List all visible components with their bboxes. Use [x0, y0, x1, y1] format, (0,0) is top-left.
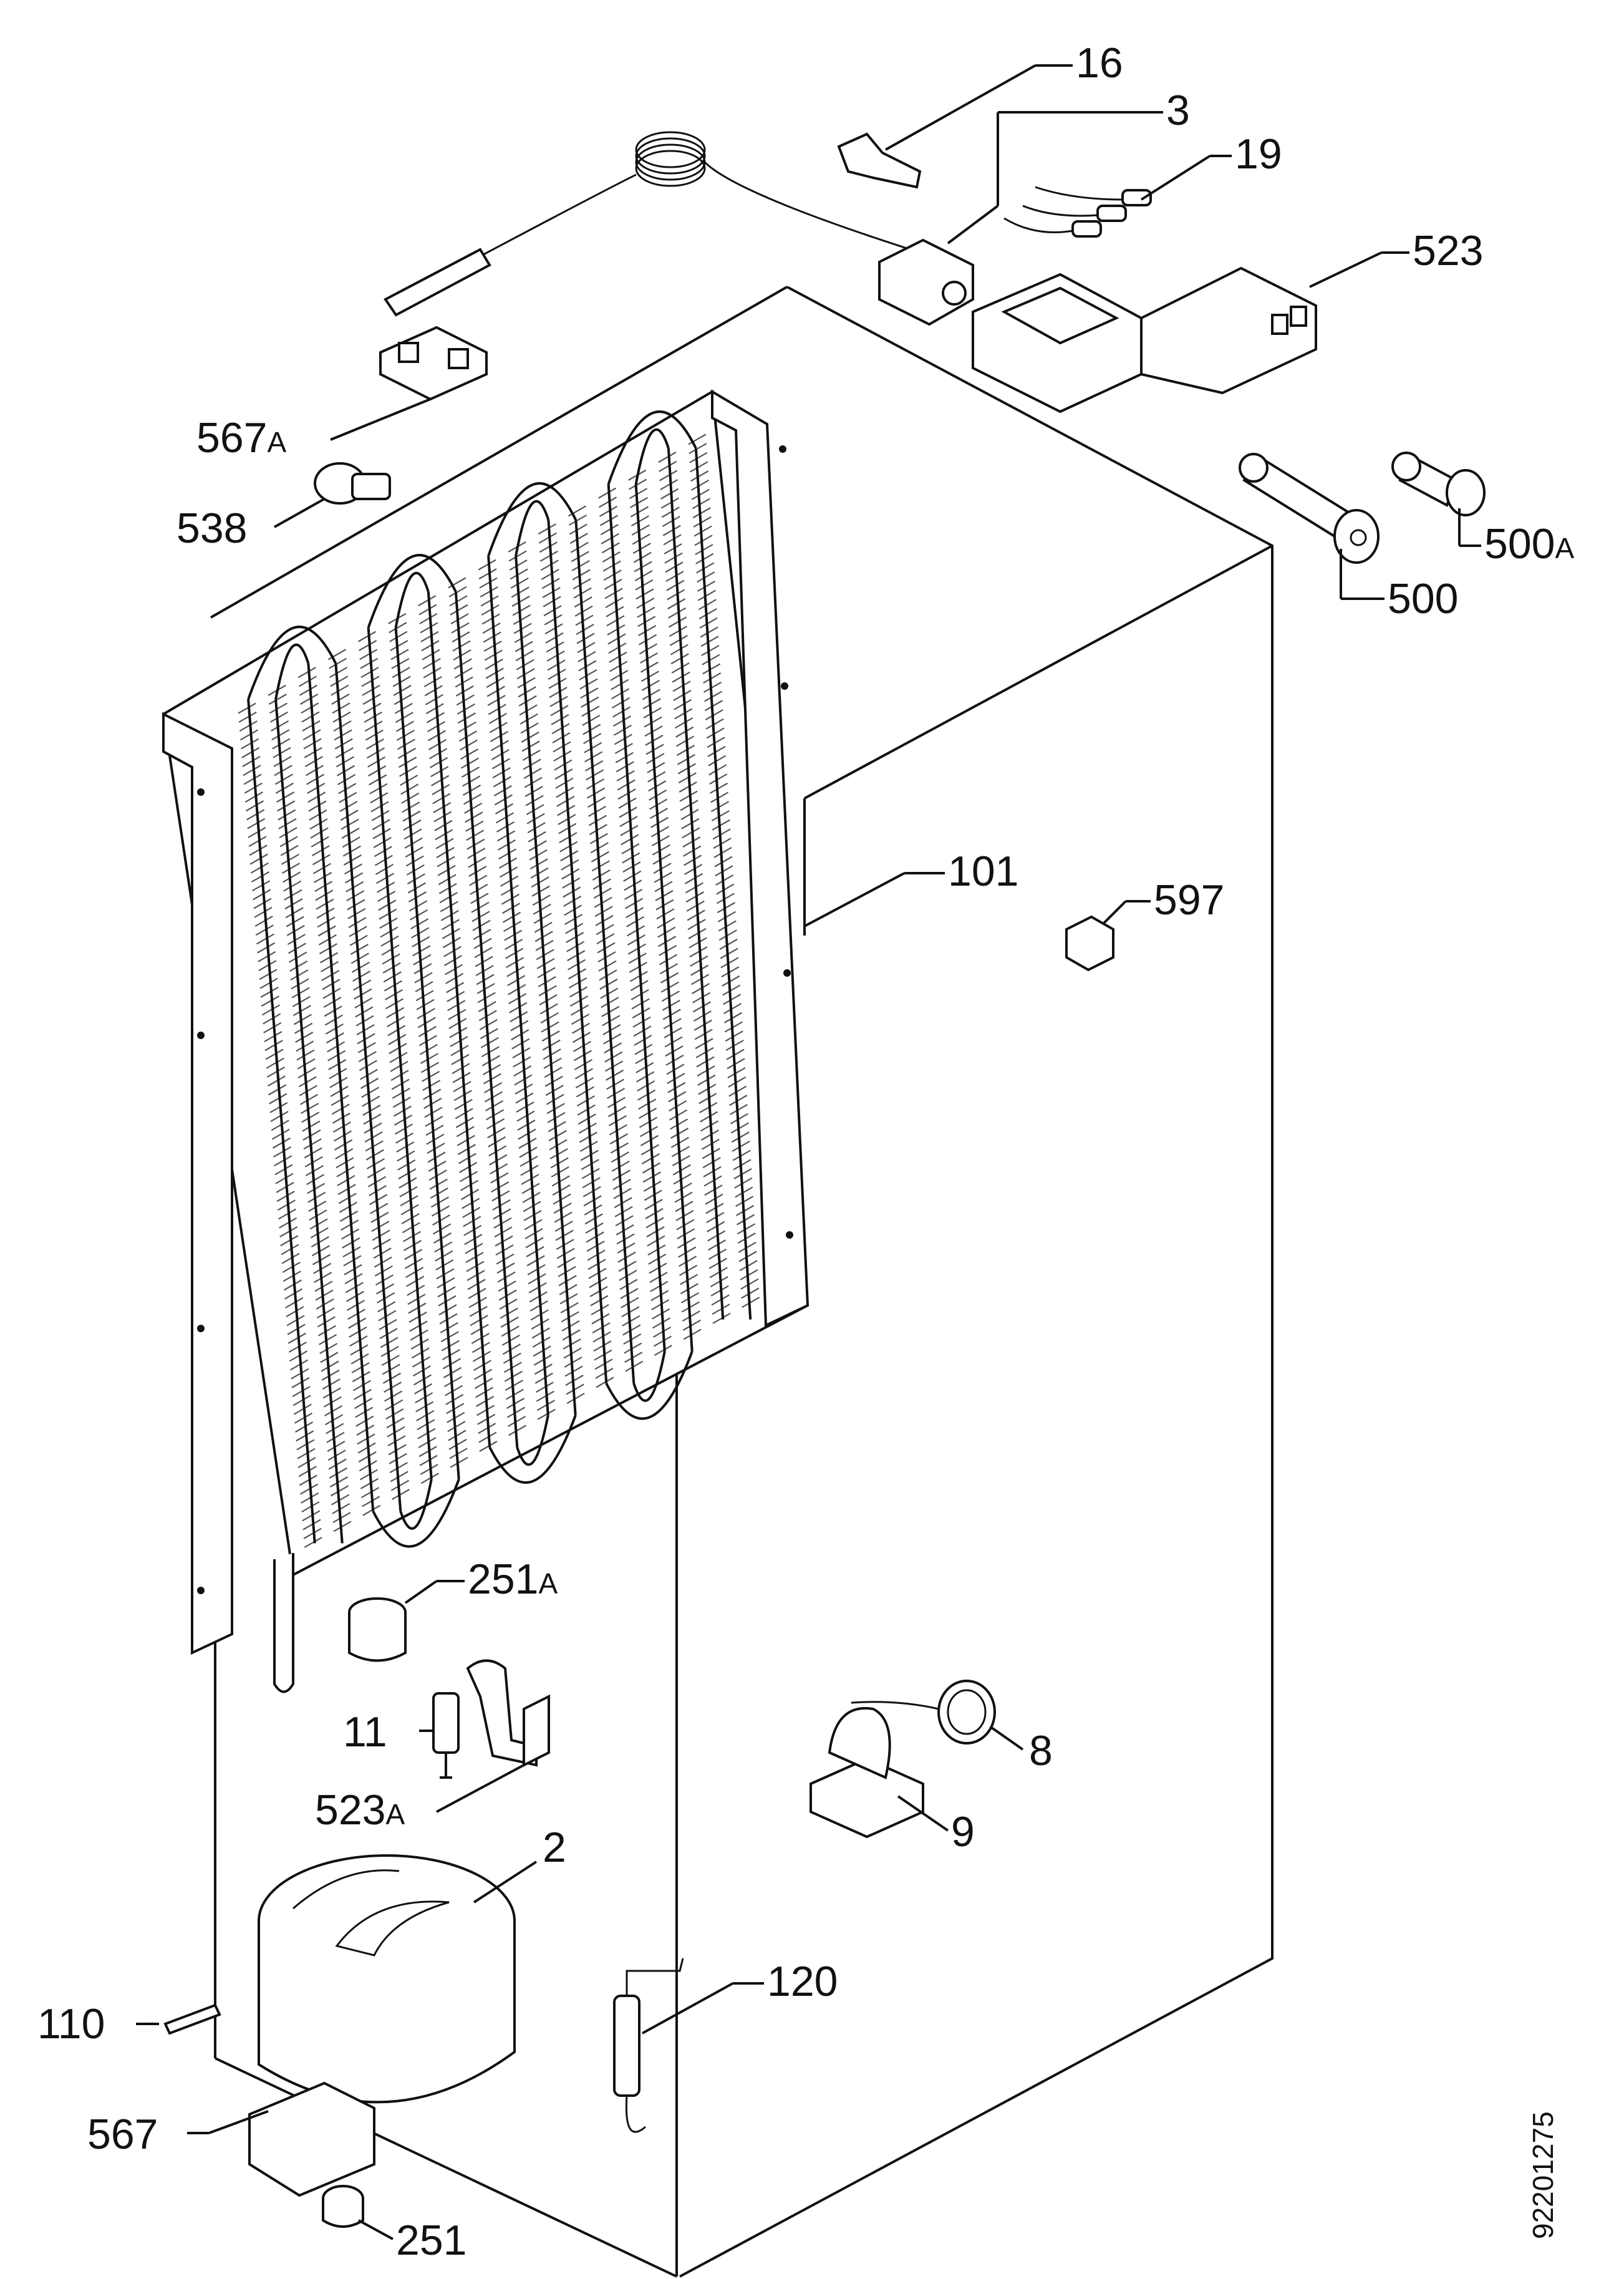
- cabinet-body: [210, 286, 1274, 2278]
- part-523-housing: [972, 251, 1409, 414]
- condenser: [162, 389, 810, 1693]
- label-523a: 523A: [315, 1786, 405, 1834]
- part-8-overload: [851, 1680, 1024, 1751]
- label-597: 597: [1154, 876, 1224, 924]
- label-19: 19: [1235, 130, 1282, 178]
- part-251-nut: [322, 2185, 394, 2240]
- label-2: 2: [543, 1824, 566, 1871]
- label-8: 8: [1029, 1727, 1053, 1774]
- part-120-dryer: [613, 1958, 764, 2133]
- label-567: 567: [87, 2111, 158, 2158]
- condenser-tube: [247, 410, 752, 1548]
- thermostat-capillary: [384, 131, 911, 317]
- part-538: [274, 462, 391, 528]
- label-120: 120: [767, 1958, 838, 2005]
- part-16: [837, 64, 1073, 189]
- part-567-leader: [187, 2110, 269, 2134]
- part-2-compressor: [248, 1854, 538, 2197]
- drawing-number: 92201275: [1527, 2111, 1559, 2239]
- label-500: 500: [1388, 575, 1458, 622]
- part-500-bolt: [1239, 453, 1385, 600]
- label-251: 251: [396, 2217, 466, 2264]
- part-110-pin: [136, 2003, 221, 2035]
- part-567a-clip: [330, 326, 488, 441]
- part-3-thermostat: [878, 111, 1163, 326]
- label-11: 11: [343, 1708, 387, 1756]
- part-9-cover: [810, 1706, 949, 1839]
- label-500a: 500A: [1484, 520, 1574, 568]
- label-567a: 567A: [196, 414, 286, 462]
- part-19-wires: [1003, 155, 1232, 238]
- label-251a: 251A: [468, 1556, 558, 1603]
- condenser-fins: [238, 433, 760, 1548]
- part-labels: 16 3 19 523 567A 538 500A 500 101 597 25…: [37, 39, 1574, 2264]
- part-101-leader: [804, 872, 945, 927]
- label-538: 538: [176, 505, 247, 552]
- label-110: 110: [37, 2000, 105, 2048]
- label-101: 101: [948, 848, 1018, 895]
- label-9: 9: [951, 1808, 975, 1856]
- part-251a-grommet: [348, 1580, 465, 1662]
- label-16: 16: [1076, 39, 1123, 87]
- label-3: 3: [1166, 87, 1190, 134]
- part-500a-bolt: [1391, 452, 1486, 547]
- condenser-holes: [197, 445, 793, 1594]
- part-597-clip: [1065, 900, 1151, 972]
- part-523a-bracket: [436, 1659, 550, 1813]
- label-523: 523: [1413, 227, 1483, 274]
- part-11-relay: [419, 1692, 460, 1779]
